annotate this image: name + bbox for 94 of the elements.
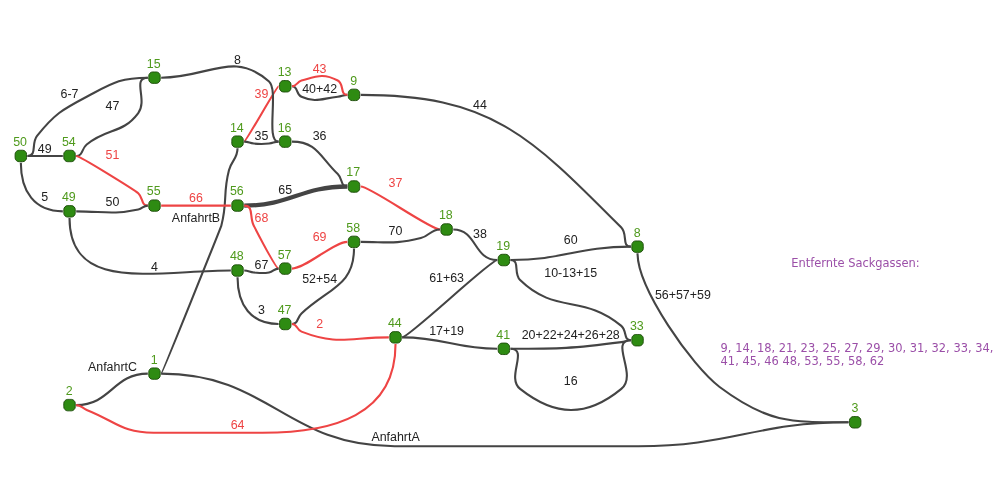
edge-label: 49 bbox=[37, 141, 52, 156]
edge-label: 5 bbox=[41, 190, 49, 205]
connector bbox=[244, 184, 348, 208]
connector bbox=[244, 267, 279, 275]
node-label: 58 bbox=[346, 220, 361, 235]
edge-label: 20+22+24+26+28 bbox=[521, 327, 620, 342]
edge-label: 37 bbox=[388, 175, 403, 190]
connector bbox=[76, 372, 148, 407]
node-label: 54 bbox=[61, 134, 76, 149]
edge-label: 68 bbox=[254, 211, 269, 226]
node-label: 13 bbox=[277, 65, 292, 80]
connector bbox=[27, 76, 148, 157]
node-label: 57 bbox=[277, 247, 292, 262]
edge-label: 65 bbox=[278, 182, 293, 197]
edge-label: 52+54 bbox=[302, 272, 338, 287]
connector bbox=[75, 155, 149, 207]
node-label: 19 bbox=[496, 238, 511, 253]
edge-label: 61+63 bbox=[429, 271, 465, 286]
node-label: 49 bbox=[61, 190, 76, 205]
edge-label: 8 bbox=[234, 52, 241, 67]
edge-label: 47 bbox=[105, 98, 120, 113]
connector bbox=[244, 140, 279, 146]
edge-label: AnfahrtB bbox=[171, 211, 221, 226]
node-label: 48 bbox=[229, 249, 244, 264]
edge-label: 60 bbox=[563, 233, 578, 248]
edge-label: 3 bbox=[257, 302, 265, 317]
node-label: 2 bbox=[65, 384, 73, 399]
edge-label: 16 bbox=[563, 374, 578, 389]
connector bbox=[76, 204, 148, 214]
connector bbox=[291, 85, 348, 102]
connector bbox=[244, 204, 280, 270]
connector bbox=[291, 248, 356, 325]
connector bbox=[291, 75, 348, 96]
node-label: 41 bbox=[496, 327, 511, 342]
edge-label: 70 bbox=[388, 223, 403, 238]
connector bbox=[360, 185, 441, 231]
node-label: 8 bbox=[633, 225, 641, 240]
connector bbox=[68, 217, 231, 275]
edge-label: AnfahrtA bbox=[371, 429, 420, 444]
edge-label: 10-13+15 bbox=[544, 265, 598, 280]
node-label: 44 bbox=[387, 316, 402, 331]
node-label: 9 bbox=[350, 73, 358, 88]
label: 9, 14, 18, 21, 23, 25, 27, 29, 30, 31, 32, 33, 34, 41, 45, 46 48, 53, 55, 58, 62 bbox=[720, 341, 994, 368]
connector bbox=[360, 228, 440, 244]
node-label: 56 bbox=[229, 184, 244, 199]
edge-label: 36 bbox=[312, 129, 327, 144]
connector bbox=[360, 93, 632, 248]
edge-label: AnfahrtC bbox=[87, 360, 137, 375]
edge-label: 17+19 bbox=[429, 323, 465, 338]
edge-label: 69 bbox=[312, 230, 327, 245]
edge-label: 64 bbox=[230, 418, 245, 433]
node-label: 14 bbox=[229, 120, 244, 135]
connector bbox=[510, 339, 632, 412]
node-label: 33 bbox=[629, 319, 644, 334]
connector bbox=[76, 343, 397, 434]
node-label: 1 bbox=[150, 352, 158, 367]
connector bbox=[161, 204, 231, 207]
connector bbox=[453, 228, 498, 262]
node-label: 3 bbox=[851, 401, 859, 416]
connector bbox=[510, 245, 631, 262]
connector bbox=[19, 162, 63, 213]
edge-label: 50 bbox=[105, 194, 120, 209]
connector bbox=[160, 148, 239, 375]
edge-label: 51 bbox=[105, 148, 120, 163]
connector bbox=[161, 65, 279, 143]
node-label: 50 bbox=[13, 134, 28, 149]
connector bbox=[402, 336, 498, 350]
edge-label: 40+42 bbox=[302, 82, 338, 97]
node-label: 17 bbox=[346, 165, 361, 180]
edge-label: 43 bbox=[312, 62, 327, 77]
node-label: 15 bbox=[146, 56, 161, 71]
connector bbox=[636, 253, 849, 424]
edge-label: 56+57+59 bbox=[654, 287, 711, 302]
node-label: 16 bbox=[277, 120, 292, 135]
edge-label: 6-7 bbox=[60, 87, 79, 102]
label: Entfernte Sackgassen: bbox=[791, 255, 920, 270]
connector bbox=[291, 322, 389, 341]
connector bbox=[401, 259, 498, 339]
edge-label: 67 bbox=[254, 258, 269, 272]
edge-label: 66 bbox=[189, 191, 203, 206]
node-label: 55 bbox=[146, 184, 161, 199]
edge-label: 4 bbox=[151, 259, 158, 274]
connector bbox=[27, 154, 63, 157]
edge-label: 2 bbox=[316, 317, 324, 332]
connector bbox=[291, 240, 348, 270]
node-label: 47 bbox=[277, 302, 292, 317]
edge-label: 38 bbox=[473, 227, 487, 242]
node-label: 18 bbox=[438, 208, 453, 223]
edge-label: 44 bbox=[473, 97, 487, 112]
connector bbox=[243, 85, 280, 143]
connector bbox=[236, 277, 279, 326]
edge-label: 39 bbox=[254, 87, 269, 102]
edge-label: 35 bbox=[254, 129, 269, 144]
connector bbox=[510, 339, 631, 350]
